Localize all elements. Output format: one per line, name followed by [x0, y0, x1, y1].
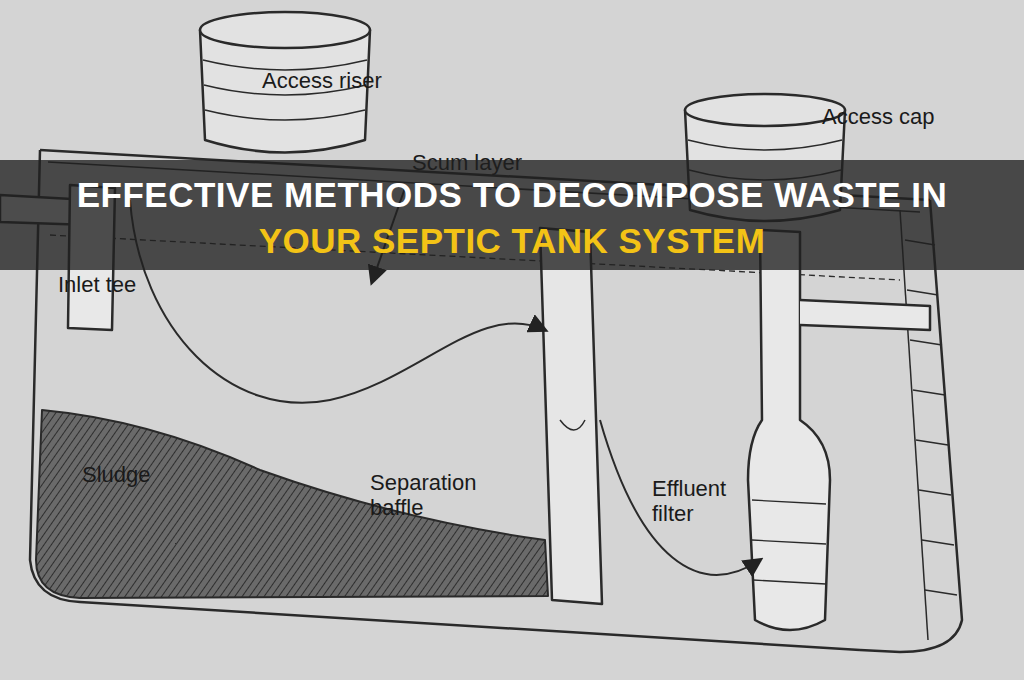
separation-baffle-wall [540, 228, 602, 604]
part-label: Separation baffle [370, 470, 510, 521]
part-label: Inlet tee [58, 272, 198, 297]
title-banner: EFFECTIVE METHODS TO DECOMPOSE WASTE IN … [0, 160, 1024, 270]
diagram-title: EFFECTIVE METHODS TO DECOMPOSE WASTE IN … [47, 172, 977, 264]
effluent-filter-drawing [748, 230, 930, 630]
sludge-layer [36, 410, 548, 598]
tank-ribs [900, 210, 957, 640]
flow-arrow [600, 420, 760, 575]
part-label: Access cap [822, 104, 992, 129]
part-label: Sludge [82, 462, 202, 487]
part-label: Effluent filter [652, 476, 752, 527]
part-label: Access riser [262, 68, 422, 93]
baffle-opening [560, 420, 585, 430]
